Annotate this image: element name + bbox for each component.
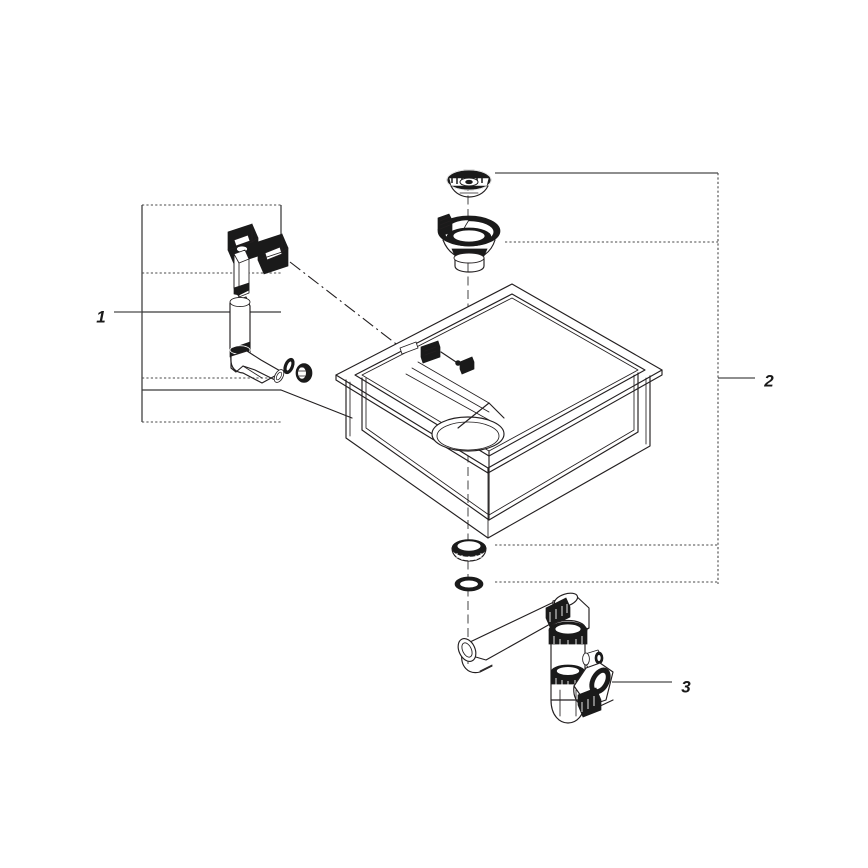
part-overflow-upper-tube (233, 249, 250, 298)
part-overflow-elbow (230, 350, 285, 384)
part-overflow-cover-plate-front (227, 223, 259, 265)
part-drain-gasket-ring (454, 576, 484, 592)
callout-2-bracket (495, 172, 755, 584)
part-drain-body-flange (437, 213, 501, 273)
callout-1-bracket (141, 204, 282, 423)
callout-label-1: 1 (96, 307, 105, 326)
part-sink-bowl (335, 283, 663, 539)
part-overflow-washer (283, 357, 295, 375)
part-overflow-nut (295, 363, 313, 383)
part-trap-inlet-pipe (457, 600, 569, 674)
part-strainer-basket (446, 169, 492, 198)
part-overflow-cover-plate-loose (257, 233, 289, 275)
callout-label-2: 2 (763, 371, 774, 390)
part-overflow-lower-tube (229, 296, 251, 360)
group1-sink-leader (280, 389, 353, 419)
part-drain-locknut (451, 539, 487, 562)
part-trap-outlet-elbow (573, 662, 614, 718)
callout-label-3: 3 (681, 677, 691, 696)
part-trap-body (548, 619, 588, 724)
